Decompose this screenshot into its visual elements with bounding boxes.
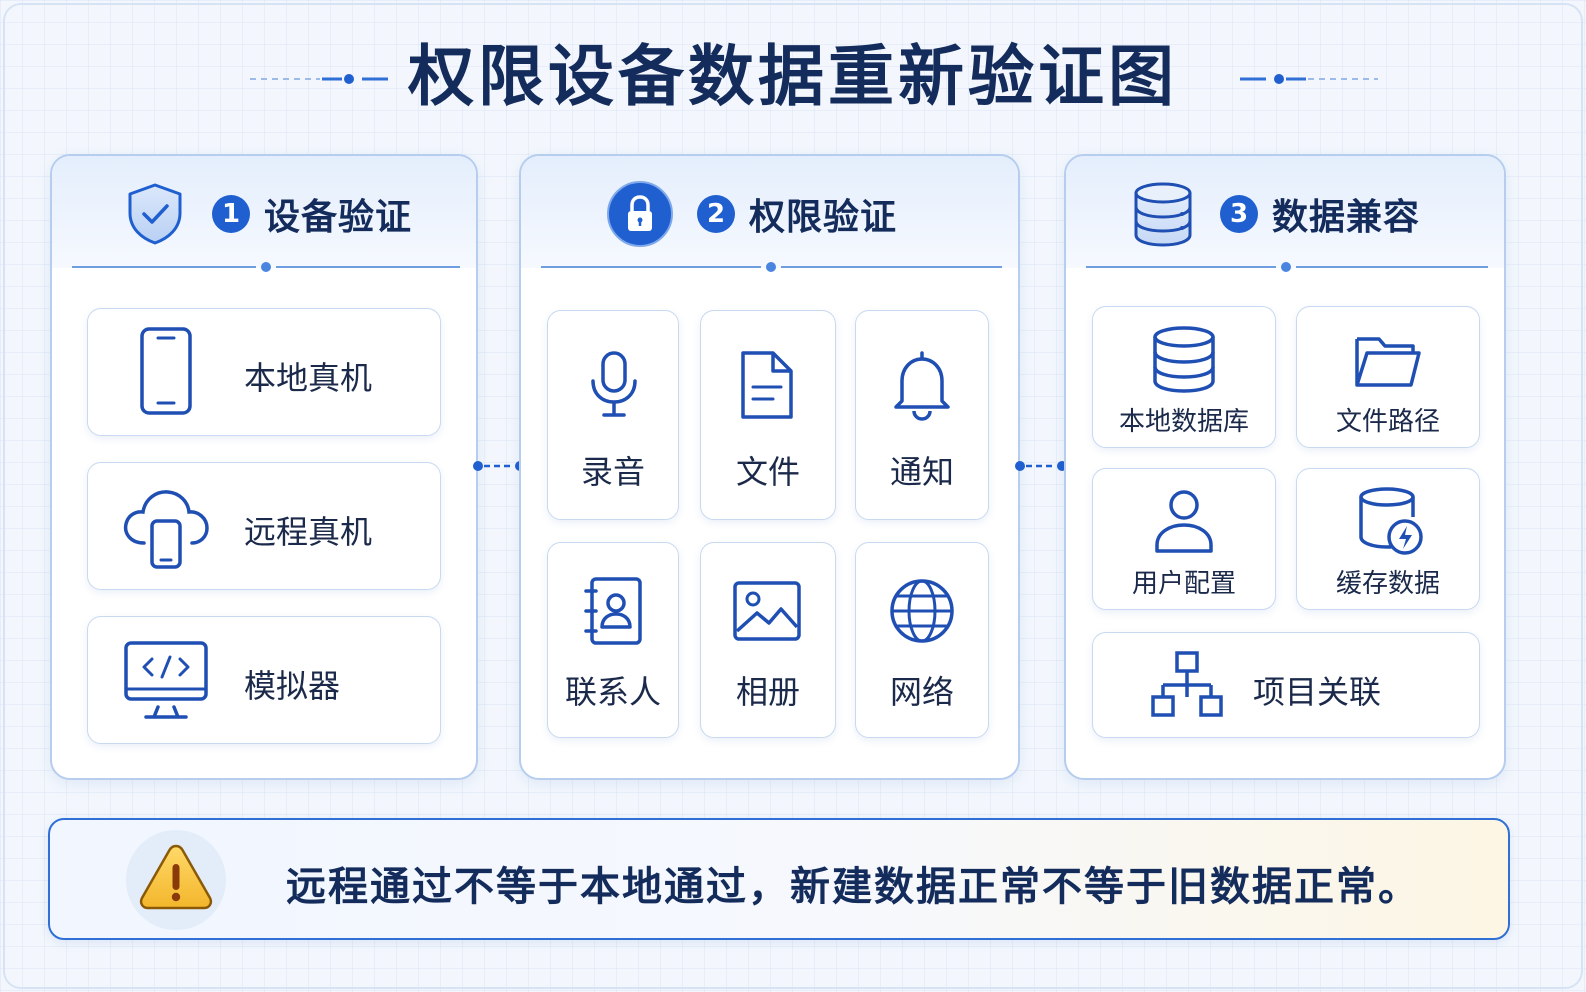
permission-card-file[interactable]: 文件: [700, 310, 836, 520]
device-card-local[interactable]: 本地真机: [87, 308, 441, 436]
warning-banner: 远程通过不等于本地通过，新建数据正常不等于旧数据正常。: [48, 818, 1510, 940]
device-label: 模拟器: [244, 667, 341, 705]
globe-icon: [890, 579, 954, 643]
bell-icon: [894, 351, 950, 421]
panel-data-compatibility: 3 数据兼容 本地数据库 文件路径 用户配置: [1064, 154, 1506, 780]
permission-card-record[interactable]: 录音: [547, 310, 679, 520]
header-divider: [541, 262, 1002, 272]
permission-card-notify[interactable]: 通知: [855, 310, 989, 520]
monitor-code-icon: [124, 641, 208, 719]
step-number: 1: [212, 195, 250, 233]
data-card-local-db[interactable]: 本地数据库: [1092, 306, 1276, 448]
panel-device-verification: 1 设备验证 本地真机 远程真机 模拟器: [50, 154, 478, 780]
folder-icon: [1355, 337, 1421, 387]
connector-2-3: [1015, 461, 1067, 471]
panel-header: [521, 156, 1018, 268]
header-divider: [1086, 262, 1488, 272]
panel-title: 权限验证: [749, 197, 898, 238]
data-label: 文件路径: [1335, 407, 1440, 437]
warning-text: 远程通过不等于本地通过，新建数据正常不等于旧数据正常。: [286, 864, 1420, 910]
warning-icon-badge: [126, 830, 226, 930]
data-label: 用户配置: [1131, 569, 1236, 599]
page-title: 权限设备数据重新验证图: [408, 38, 1178, 115]
permission-card-contacts[interactable]: 联系人: [547, 542, 679, 738]
contacts-icon: [584, 577, 642, 645]
data-card-file-path[interactable]: 文件路径: [1296, 306, 1480, 448]
permission-label: 录音: [580, 453, 645, 491]
header-divider: [72, 262, 460, 272]
title-decoration-right: [1240, 74, 1378, 84]
panel-permission-verification: 2 权限验证 录音 文件 通知: [519, 154, 1020, 780]
data-label: 缓存数据: [1335, 569, 1440, 599]
data-label: 项目关联: [1253, 673, 1382, 711]
user-icon: [1155, 490, 1213, 553]
panel-header: [52, 156, 476, 268]
device-card-remote[interactable]: 远程真机: [87, 462, 441, 590]
hierarchy-icon: [1151, 651, 1223, 717]
smartphone-icon: [140, 327, 192, 415]
device-label: 远程真机: [244, 513, 373, 551]
database-icon: [1134, 182, 1192, 247]
outer-frame: [3, 3, 1583, 989]
data-card-cache[interactable]: 缓存数据: [1296, 468, 1480, 610]
permission-label: 通知: [889, 453, 954, 491]
permission-label: 网络: [889, 673, 954, 711]
permission-label: 联系人: [564, 673, 661, 711]
title-decoration-left: [250, 74, 388, 84]
permission-label: 文件: [735, 453, 800, 491]
warning-icon: [139, 844, 213, 910]
data-card-project-link[interactable]: 项目关联: [1092, 632, 1480, 738]
data-label: 本地数据库: [1118, 407, 1249, 437]
device-label: 本地真机: [244, 359, 373, 397]
cloud-phone-icon: [123, 490, 209, 569]
image-icon: [733, 581, 801, 641]
step-number: 2: [697, 195, 735, 233]
panel-title: 数据兼容: [1272, 197, 1421, 238]
step-number: 3: [1220, 195, 1258, 233]
lock-icon: [607, 181, 673, 247]
document-icon: [741, 351, 793, 419]
device-card-emulator[interactable]: 模拟器: [87, 616, 441, 744]
shield-check-icon: [128, 183, 182, 245]
cache-bolt-icon: [1359, 487, 1423, 555]
permission-label: 相册: [735, 673, 800, 711]
permission-card-album[interactable]: 相册: [700, 542, 836, 738]
data-card-user-config[interactable]: 用户配置: [1092, 468, 1276, 610]
microphone-icon: [591, 351, 637, 417]
database-icon: [1153, 326, 1215, 393]
panel-title: 设备验证: [264, 197, 413, 238]
permission-card-network[interactable]: 网络: [855, 542, 989, 738]
